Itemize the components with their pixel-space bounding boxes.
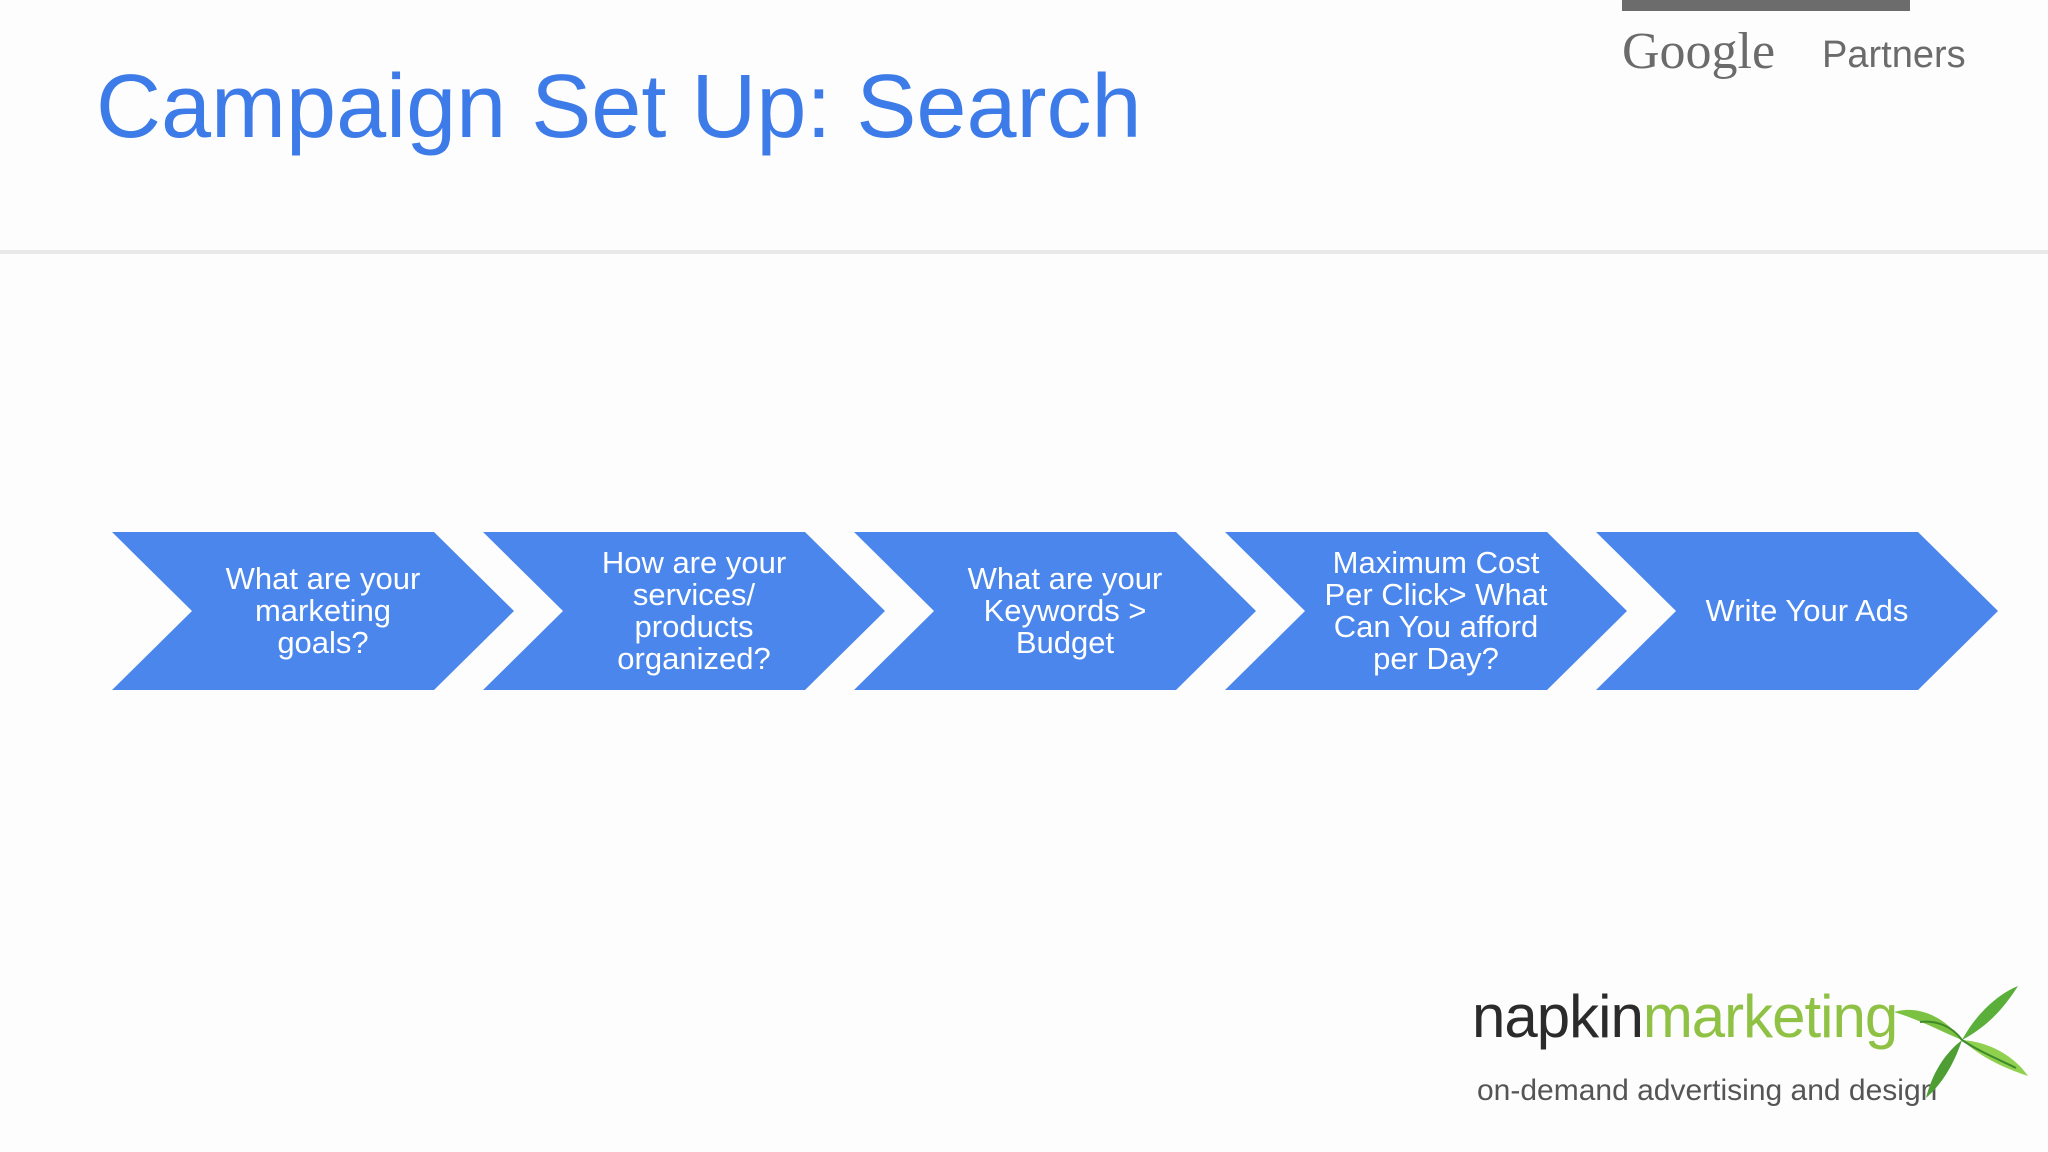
logo-wordmark: napkinmarketing	[1472, 982, 1898, 1051]
napkin-marketing-logo: napkinmarketing on-demand advertising an…	[1472, 982, 2032, 1112]
process-step-label: How are your services/ products organize…	[601, 545, 787, 676]
slide-title: Campaign Set Up: Search	[96, 57, 1142, 157]
process-step-2: How are your services/ products organize…	[483, 532, 885, 690]
process-step-4: Maximum Cost Per Click> What Can You aff…	[1225, 532, 1627, 690]
process-step-3: What are your Keywords > Budget	[854, 532, 1256, 690]
title-divider	[0, 250, 2048, 254]
logo-name-part1: napkin	[1472, 983, 1644, 1050]
process-step-label: Write Your Ads	[1705, 593, 1909, 628]
process-step-label: Maximum Cost Per Click> What Can You aff…	[1324, 545, 1548, 676]
process-step-label: What are your marketing goals?	[225, 561, 421, 660]
process-step-1: What are your marketing goals?	[112, 532, 514, 690]
process-flow: What are your marketing goals? How are y…	[112, 532, 1998, 690]
process-step-label: What are your Keywords > Budget	[967, 561, 1163, 660]
google-wordmark: Google	[1622, 23, 1776, 80]
process-step-5: Write Your Ads	[1596, 532, 1998, 690]
partners-wordmark: Partners	[1822, 34, 1966, 76]
logo-name-part2: marketing	[1642, 983, 1898, 1050]
logo-tagline: on-demand advertising and design	[1477, 1074, 1938, 1107]
badge-top-bar	[1622, 0, 1910, 11]
google-partners-badge: Google Partners	[1622, 0, 1966, 90]
green-leaf-icon	[1894, 986, 2028, 1098]
